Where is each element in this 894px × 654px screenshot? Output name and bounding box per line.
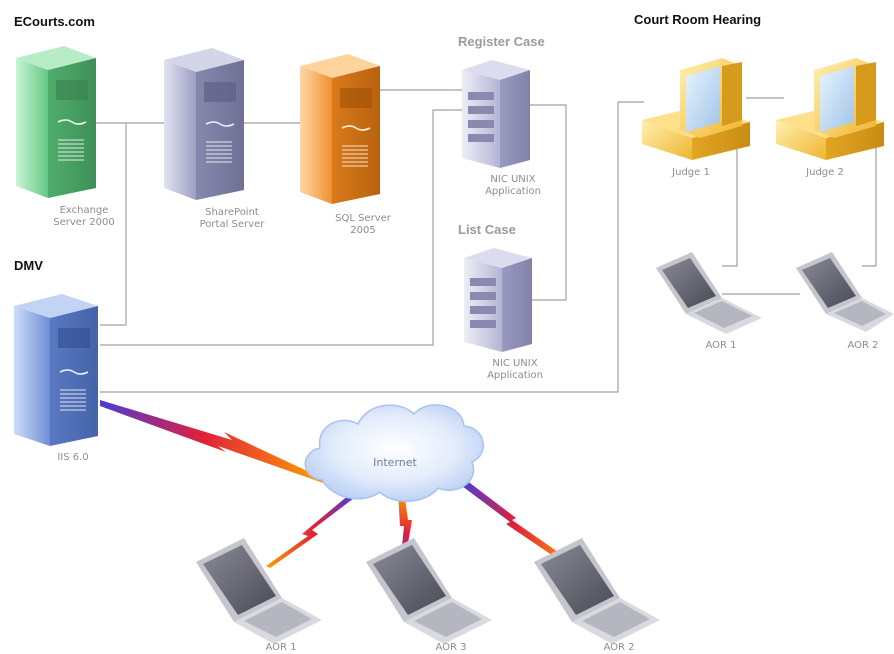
internet-cloud-icon bbox=[304, 404, 485, 503]
lightning-links bbox=[100, 400, 578, 570]
judge2-label: Judge 2 bbox=[806, 167, 844, 178]
register-case-header: Register Case bbox=[458, 34, 545, 49]
aor-court-1-label: AOR 1 bbox=[705, 340, 737, 351]
link-register-list bbox=[528, 104, 567, 301]
court-room-hearing-header: Court Room Hearing bbox=[634, 12, 762, 27]
aor-remote-1-label: AOR 1 bbox=[265, 642, 297, 653]
link-dmv-register bbox=[100, 109, 462, 346]
list-case-header: List Case bbox=[458, 222, 516, 237]
ecourts-header: ECourts.com bbox=[14, 14, 95, 29]
aor-court-2-label: AOR 2 bbox=[847, 340, 879, 351]
sharepoint-server-icon bbox=[164, 48, 244, 200]
aor-remote-2-laptop-icon bbox=[534, 538, 660, 644]
link-judge1-aor1 bbox=[722, 140, 738, 267]
judge1-desktop-icon bbox=[642, 58, 750, 160]
judge2-desktop-icon bbox=[776, 58, 884, 160]
lightning-link-icon bbox=[398, 492, 412, 566]
iis-server-icon bbox=[14, 294, 98, 446]
sql-server-icon bbox=[300, 54, 380, 204]
lightning-link-icon bbox=[266, 494, 354, 568]
aor-remote-3-label: AOR 3 bbox=[435, 642, 467, 653]
link-dmv-courtroom bbox=[100, 101, 644, 393]
aor-court-2-laptop-icon bbox=[796, 252, 894, 332]
dmv-header: DMV bbox=[14, 258, 43, 273]
nic-register-server-icon bbox=[462, 60, 530, 168]
exchange-server-icon bbox=[16, 46, 96, 198]
lightning-link-icon bbox=[462, 480, 578, 570]
nic-list-server-icon bbox=[464, 248, 532, 352]
aor-remote-1-laptop-icon bbox=[196, 538, 322, 644]
internet-label: Internet bbox=[373, 456, 417, 469]
aor-court-1-laptop-icon bbox=[656, 252, 762, 334]
lightning-link-icon bbox=[100, 400, 326, 484]
aor-remote-2-label: AOR 2 bbox=[603, 642, 635, 653]
link-dmv-ecourts bbox=[100, 123, 127, 326]
iis-label: IIS 6.0 bbox=[57, 452, 89, 463]
aor-remote-3-laptop-icon bbox=[366, 538, 492, 644]
judge1-label: Judge 1 bbox=[672, 167, 710, 178]
link-judge2-aor2 bbox=[862, 139, 877, 267]
